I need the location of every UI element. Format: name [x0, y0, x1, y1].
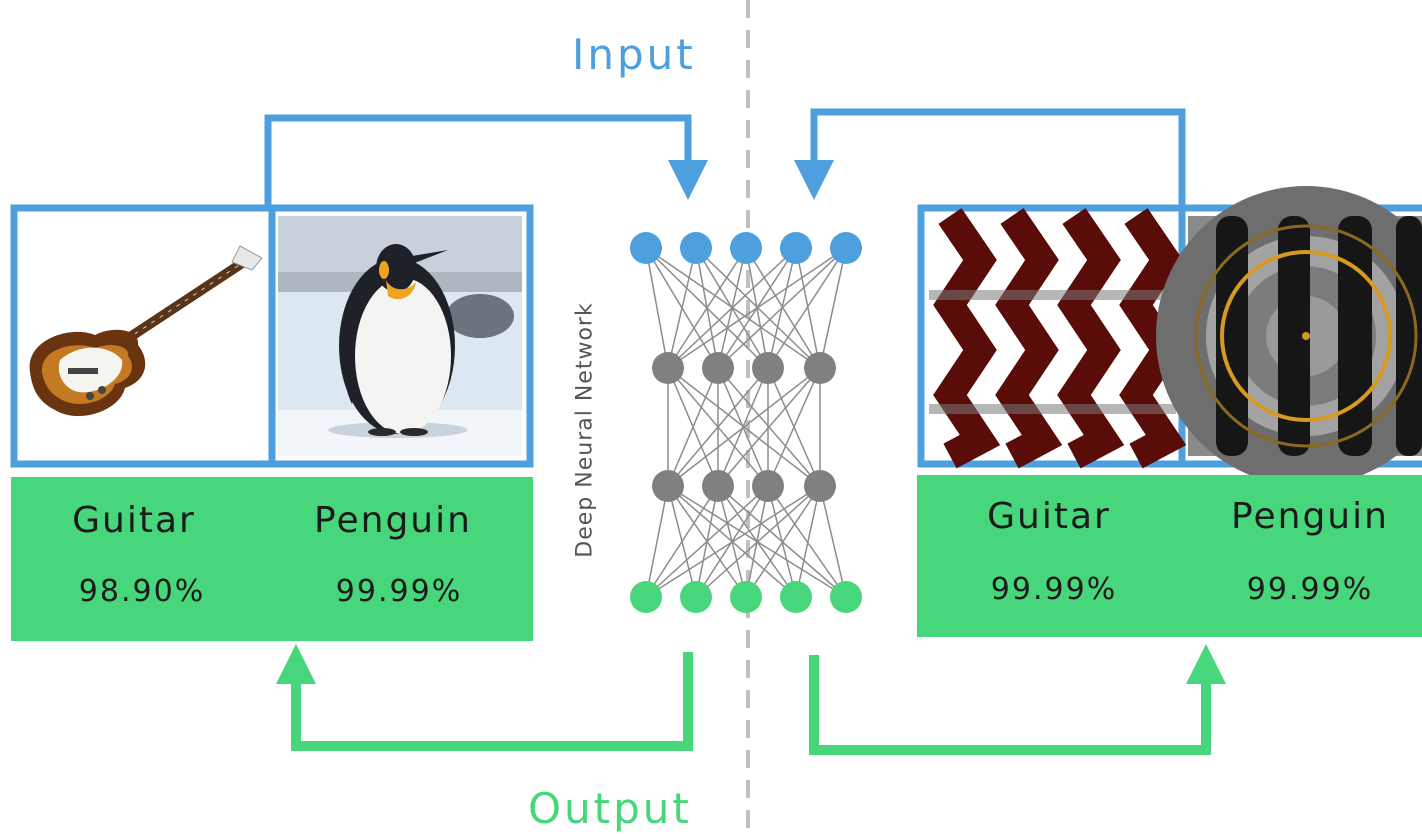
- guitar-image: [22, 216, 266, 456]
- network-edge: [667, 367, 719, 487]
- input-node: [780, 232, 812, 264]
- right-input-arrowhead: [794, 160, 834, 200]
- left-input-arrow: [264, 114, 692, 208]
- network-edge: [645, 485, 669, 598]
- network-edge: [667, 247, 847, 369]
- right-output-arrow: [809, 655, 1211, 755]
- left-output-box: [11, 477, 533, 641]
- network-edge: [767, 485, 847, 598]
- output-node: [730, 581, 762, 613]
- hidden-node: [652, 352, 684, 384]
- right-output-arrowhead: [1186, 644, 1226, 684]
- network-edge: [667, 247, 797, 369]
- network-edge: [645, 247, 669, 369]
- network-edge: [667, 247, 747, 369]
- network-edges: [645, 247, 847, 598]
- network-edge: [667, 367, 769, 487]
- input-node: [830, 232, 862, 264]
- network-edge: [767, 367, 821, 487]
- network-edge: [717, 367, 821, 487]
- input-node: [630, 232, 662, 264]
- network-edge: [767, 485, 797, 598]
- left-confidence-penguin: 99.99%: [335, 574, 463, 609]
- network-edge: [667, 367, 821, 487]
- network-edge: [667, 247, 697, 369]
- input-title: Input: [572, 30, 696, 79]
- network-edge: [819, 485, 847, 598]
- input-node: [680, 232, 712, 264]
- left-output-arrow: [291, 652, 693, 751]
- input-node: [730, 232, 762, 264]
- penguin-image: [278, 216, 522, 456]
- hidden-node: [752, 470, 784, 502]
- hidden-node: [652, 470, 684, 502]
- output-node: [630, 581, 662, 613]
- output-node: [830, 581, 862, 613]
- network-edge: [767, 247, 847, 369]
- hidden-node: [804, 470, 836, 502]
- right-class-penguin: Penguin: [1231, 496, 1389, 537]
- network-edge: [819, 247, 847, 369]
- left-class-penguin: Penguin: [314, 500, 472, 541]
- output-title: Output: [528, 784, 692, 833]
- output-node: [780, 581, 812, 613]
- right-confidence-penguin: 99.99%: [1246, 572, 1374, 607]
- right-output-box: [917, 475, 1422, 637]
- right-confidence-guitar: 99.99%: [990, 572, 1118, 607]
- left-output-arrowhead: [276, 644, 316, 684]
- hidden-node: [702, 470, 734, 502]
- output-node: [680, 581, 712, 613]
- hidden-node: [702, 352, 734, 384]
- left-class-guitar: Guitar: [72, 500, 196, 541]
- network-edge: [645, 485, 769, 598]
- hidden-node: [752, 352, 784, 384]
- network-edge: [645, 485, 719, 598]
- network-edge: [745, 485, 821, 598]
- network-edge: [645, 485, 821, 598]
- network-edge: [795, 485, 821, 598]
- network-edge: [695, 485, 821, 598]
- right-class-guitar: Guitar: [987, 496, 1111, 537]
- network-edge: [795, 247, 821, 369]
- right-input-arrow: [810, 108, 1186, 208]
- left-confidence-guitar: 98.90%: [78, 574, 206, 609]
- network-label: Deep Neural Network: [572, 302, 598, 558]
- hidden-node: [804, 352, 836, 384]
- network-edge: [717, 247, 847, 369]
- fooling-guitar-image: [929, 208, 1187, 469]
- left-input-arrowhead: [668, 160, 708, 200]
- fooling-penguin-image: [1156, 186, 1422, 486]
- network-nodes: [630, 232, 862, 613]
